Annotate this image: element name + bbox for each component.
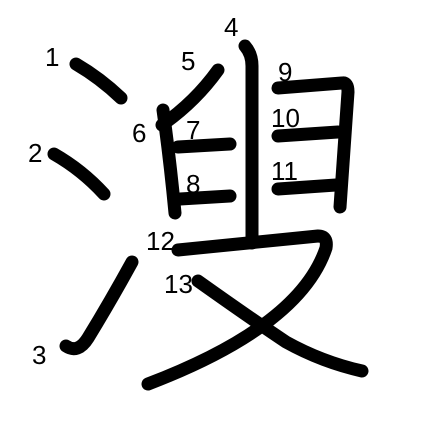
stroke-number-8: 8 [186,169,200,199]
stroke-number-2: 2 [28,138,42,168]
stroke-4 [238,39,259,250]
stroke-number-10: 10 [271,103,300,133]
stroke-number-labels: 1 2 3 4 5 6 7 8 9 10 11 12 13 [28,12,300,370]
stroke-13 [191,274,369,378]
stroke-number-7: 7 [186,115,200,145]
stroke-number-11: 11 [271,156,298,186]
stroke-number-3: 3 [32,340,46,370]
stroke-number-1: 1 [45,42,59,72]
stroke-number-4: 4 [224,12,238,42]
stroke-number-13: 13 [164,269,193,299]
stroke-8 [173,189,237,206]
stroke-11 [271,178,343,196]
stroke-3 [59,255,139,356]
stroke-number-12: 12 [146,226,175,256]
stroke-10 [271,125,345,143]
stroke-number-6: 6 [132,118,146,148]
stroke-number-9: 9 [278,57,292,87]
stroke-9 [271,76,355,214]
stroke-12 [141,229,333,391]
stroke-6 [156,103,182,220]
stroke-7 [171,137,237,154]
character-strokes [47,39,369,391]
stroke-number-5: 5 [181,46,195,76]
stroke-2 [47,147,111,201]
stroke-1 [69,57,128,105]
